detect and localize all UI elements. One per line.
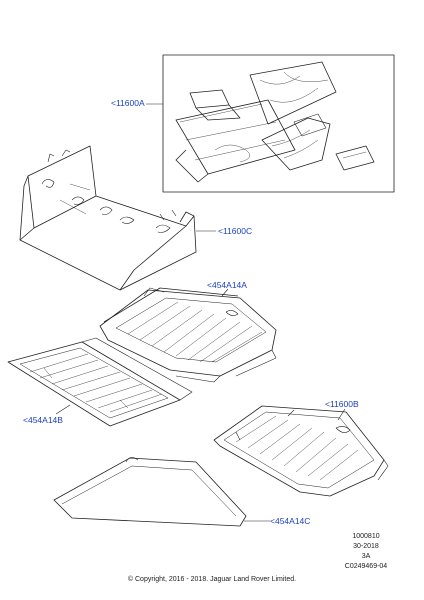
copyright-notice: © Copyright, 2016 - 2018. Jaguar Land Ro… xyxy=(127,576,297,583)
callout-454a14c[interactable]: <454A14C xyxy=(270,516,311,526)
ref-line-3: 3A xyxy=(361,553,371,560)
ref-line-2: 30-2018 xyxy=(353,543,379,550)
callout-11600c[interactable]: <11600C xyxy=(218,226,253,236)
front-load-mat-illustration xyxy=(7,337,193,427)
brand-tag xyxy=(335,145,375,171)
callout-11600b[interactable]: <11600B xyxy=(325,399,359,409)
ref-line-1: 1000810 xyxy=(352,533,380,540)
rear-floor-mat-illustration xyxy=(99,287,277,383)
callout-11600a[interactable]: <11600A xyxy=(111,98,145,108)
ref-line-4: C0249469-04 xyxy=(344,563,388,570)
mat-set-frame xyxy=(162,54,395,193)
callout-454a14a[interactable]: <454A14A xyxy=(207,280,247,290)
floor-mat-set-illustration xyxy=(175,61,375,183)
trunk-liner-illustration xyxy=(19,145,197,291)
callout-454a14b[interactable]: <454A14B xyxy=(23,415,63,425)
leader-lines xyxy=(55,103,346,522)
floor-cover-illustration xyxy=(53,457,247,527)
load-tray-illustration xyxy=(213,405,389,497)
